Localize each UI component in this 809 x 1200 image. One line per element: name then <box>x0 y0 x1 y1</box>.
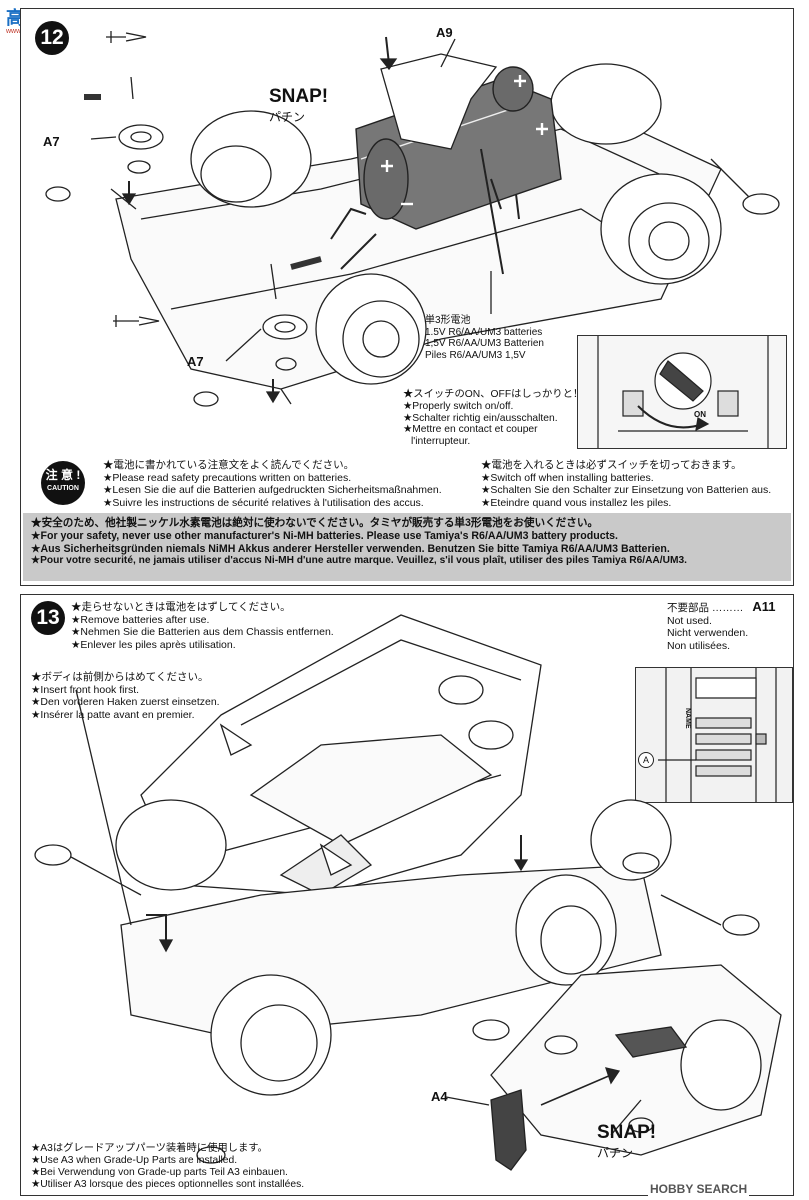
switch-on-label: ON <box>694 410 706 419</box>
front-hook-note: ★ボディは前側からはめてください。 ★Insert front hook fir… <box>31 671 220 721</box>
step-12-illustration <box>45 31 780 407</box>
battery-label: 単3形電池 1.5V R6/AA/UM3 batteries 1,5V R6/A… <box>425 315 544 361</box>
battery-warning-band: ★安全のため、他社製ニッケル水素電池は絶対に使わないでください。タミヤが販売する… <box>23 513 791 581</box>
remove-batteries-note: ★走らせないときは電池をはずしてください。 ★Remove batteries … <box>71 601 334 651</box>
snap-callout-step13: SNAP! パチン <box>597 1122 657 1160</box>
snap-callout-step12: SNAP! パチン <box>269 86 329 124</box>
part-label-a4: A4 <box>431 1089 448 1104</box>
switch-detail-drawing <box>597 336 769 448</box>
front-hook-line: ★Insert front hook first. <box>31 683 140 696</box>
battery-label-line: 単3形電池 <box>425 315 471 326</box>
caution-badge: 注 意 ! CAUTION <box>41 461 85 505</box>
hobbysearch-text: HOBBY SEARCH <box>650 1182 748 1196</box>
step-13-number: 13 <box>31 601 65 635</box>
warning-line: ★Pour votre securité, ne jamais utiliser… <box>31 555 687 567</box>
caution-row: 注 意 ! CAUTION ★電池に書かれている注意文をよく読んでください。 ★… <box>23 453 791 511</box>
not-used-note: 不要部品 ……… A11 Not used. Nicht verwenden. … <box>667 599 776 652</box>
battery-label-line: 1.5V R6/AA/UM3 batteries <box>425 326 543 338</box>
caution-left-line: ★Lesen Sie die auf die Batterien aufgedr… <box>103 484 442 497</box>
inset-name-label: NAME <box>684 708 691 729</box>
caution-right-line: ★Schalten Sie den Schalter zur Einsetzun… <box>481 484 772 497</box>
switch-note-line: ★Mettre en contact et couper <box>403 424 538 436</box>
switch-note-line: l'interrupteur. <box>411 436 471 448</box>
remove-batteries-line: ★Nehmen Sie die Batterien aus dem Chassi… <box>71 626 334 639</box>
switch-note-line: ★Properly switch on/off. <box>403 400 514 412</box>
caution-badge-en: CAUTION <box>47 485 79 492</box>
front-hook-line: ★Insérer la patte avant en premier. <box>31 708 195 721</box>
battery-label-line: Piles R6/AA/UM3 1,5V <box>425 349 526 361</box>
warning-line: ★For your safety, never use other manufa… <box>31 529 618 542</box>
part-label-a7-bottom: A7 <box>187 354 204 369</box>
not-used-heading: 不要部品 ……… A11 <box>667 599 776 615</box>
part-a-inset-drawing <box>658 668 777 802</box>
not-used-line: Nicht verwenden. <box>667 627 749 640</box>
switch-note: ★スイッチのON、OFFはしっかりと！ ★Properly switch on/… <box>403 389 583 448</box>
not-used-line: Non utilisées. <box>667 639 731 652</box>
part-label-a7-top: A7 <box>43 134 60 149</box>
not-used-part: A11 <box>752 599 776 614</box>
part-a-inset: NAME A <box>635 667 793 803</box>
inset-a-label: A <box>642 755 649 765</box>
switch-note-line: ★Schalter richtig ein/ausschalten. <box>403 412 558 424</box>
front-hook-line: ★ボディは前側からはめてください。 <box>31 671 209 683</box>
inset-a-circle: A <box>638 752 654 768</box>
remove-batteries-line: ★Remove batteries after use. <box>71 613 210 626</box>
snap-jp-text: パチン <box>269 109 306 124</box>
snap-jp-text: パチン <box>597 1145 634 1160</box>
grade-up-note: ★A3はグレードアップパーツ装着時に使用します。 ★Use A3 when Gr… <box>31 1143 304 1191</box>
part-label-a9: A9 <box>436 25 453 40</box>
grade-up-line: ★Utiliser A3 lorsque des pieces optionne… <box>31 1179 305 1190</box>
caution-left-line: ★電池に書かれている注意文をよく読んでください。 <box>103 459 355 471</box>
step-12-number: 12 <box>35 21 69 55</box>
caution-left-line: ★Please read safety precautions written … <box>103 471 352 484</box>
caution-left-text: ★電池に書かれている注意文をよく読んでください。 ★Please read sa… <box>103 459 442 509</box>
caution-right-line: ★Switch off when installing batteries. <box>481 471 654 484</box>
snap-text: SNAP! <box>269 86 329 107</box>
remove-batteries-line: ★Enlever les piles après utilisation. <box>71 638 236 651</box>
switch-detail-inset: ON <box>577 335 787 449</box>
caution-right-line: ★Eteindre quand vous installez les piles… <box>481 496 672 509</box>
remove-batteries-line: ★走らせないときは電池をはずしてください。 <box>71 601 291 613</box>
grade-up-line: ★A3はグレードアップパーツ装着時に使用します。 <box>31 1143 268 1154</box>
grade-up-line: ★Use A3 when Grade-Up Parts are installe… <box>31 1155 238 1166</box>
caution-right-line: ★電池を入れるときは必ずスイッチを切っておきます。 <box>481 459 742 471</box>
step-13-illustration <box>34 614 782 1171</box>
caution-badge-jp: 注 意 ! <box>45 468 81 482</box>
step-13-panel: 13 ★走らせないときは電池をはずしてください。 ★Remove batteri… <box>20 594 794 1196</box>
not-used-jp: 不要部品 ……… <box>667 602 744 614</box>
battery-label-line: 1,5V R6/AA/UM3 Batterien <box>425 338 544 349</box>
watermark-hobbysearch: HOBBY SEARCH <box>648 1182 750 1196</box>
caution-right-text: ★電池を入れるときは必ずスイッチを切っておきます。 ★Switch off wh… <box>481 459 771 509</box>
grade-up-line: ★Bei Verwendung von Grade-up parts Teil … <box>31 1167 288 1178</box>
warning-line: ★安全のため、他社製ニッケル水素電池は絶対に使わないでください。タミヤが販売する… <box>31 517 599 529</box>
caution-left-line: ★Suivre les instructions de sécurité rel… <box>103 496 424 509</box>
snap-text: SNAP! <box>597 1122 657 1143</box>
not-used-line: Not used. <box>667 614 712 627</box>
step-12-panel: 12 <box>20 8 794 586</box>
switch-note-line: ★スイッチのON、OFFはしっかりと！ <box>403 389 584 400</box>
warning-line: ★Aus Sicherheitsgründen niemals NiMH Akk… <box>31 542 670 555</box>
